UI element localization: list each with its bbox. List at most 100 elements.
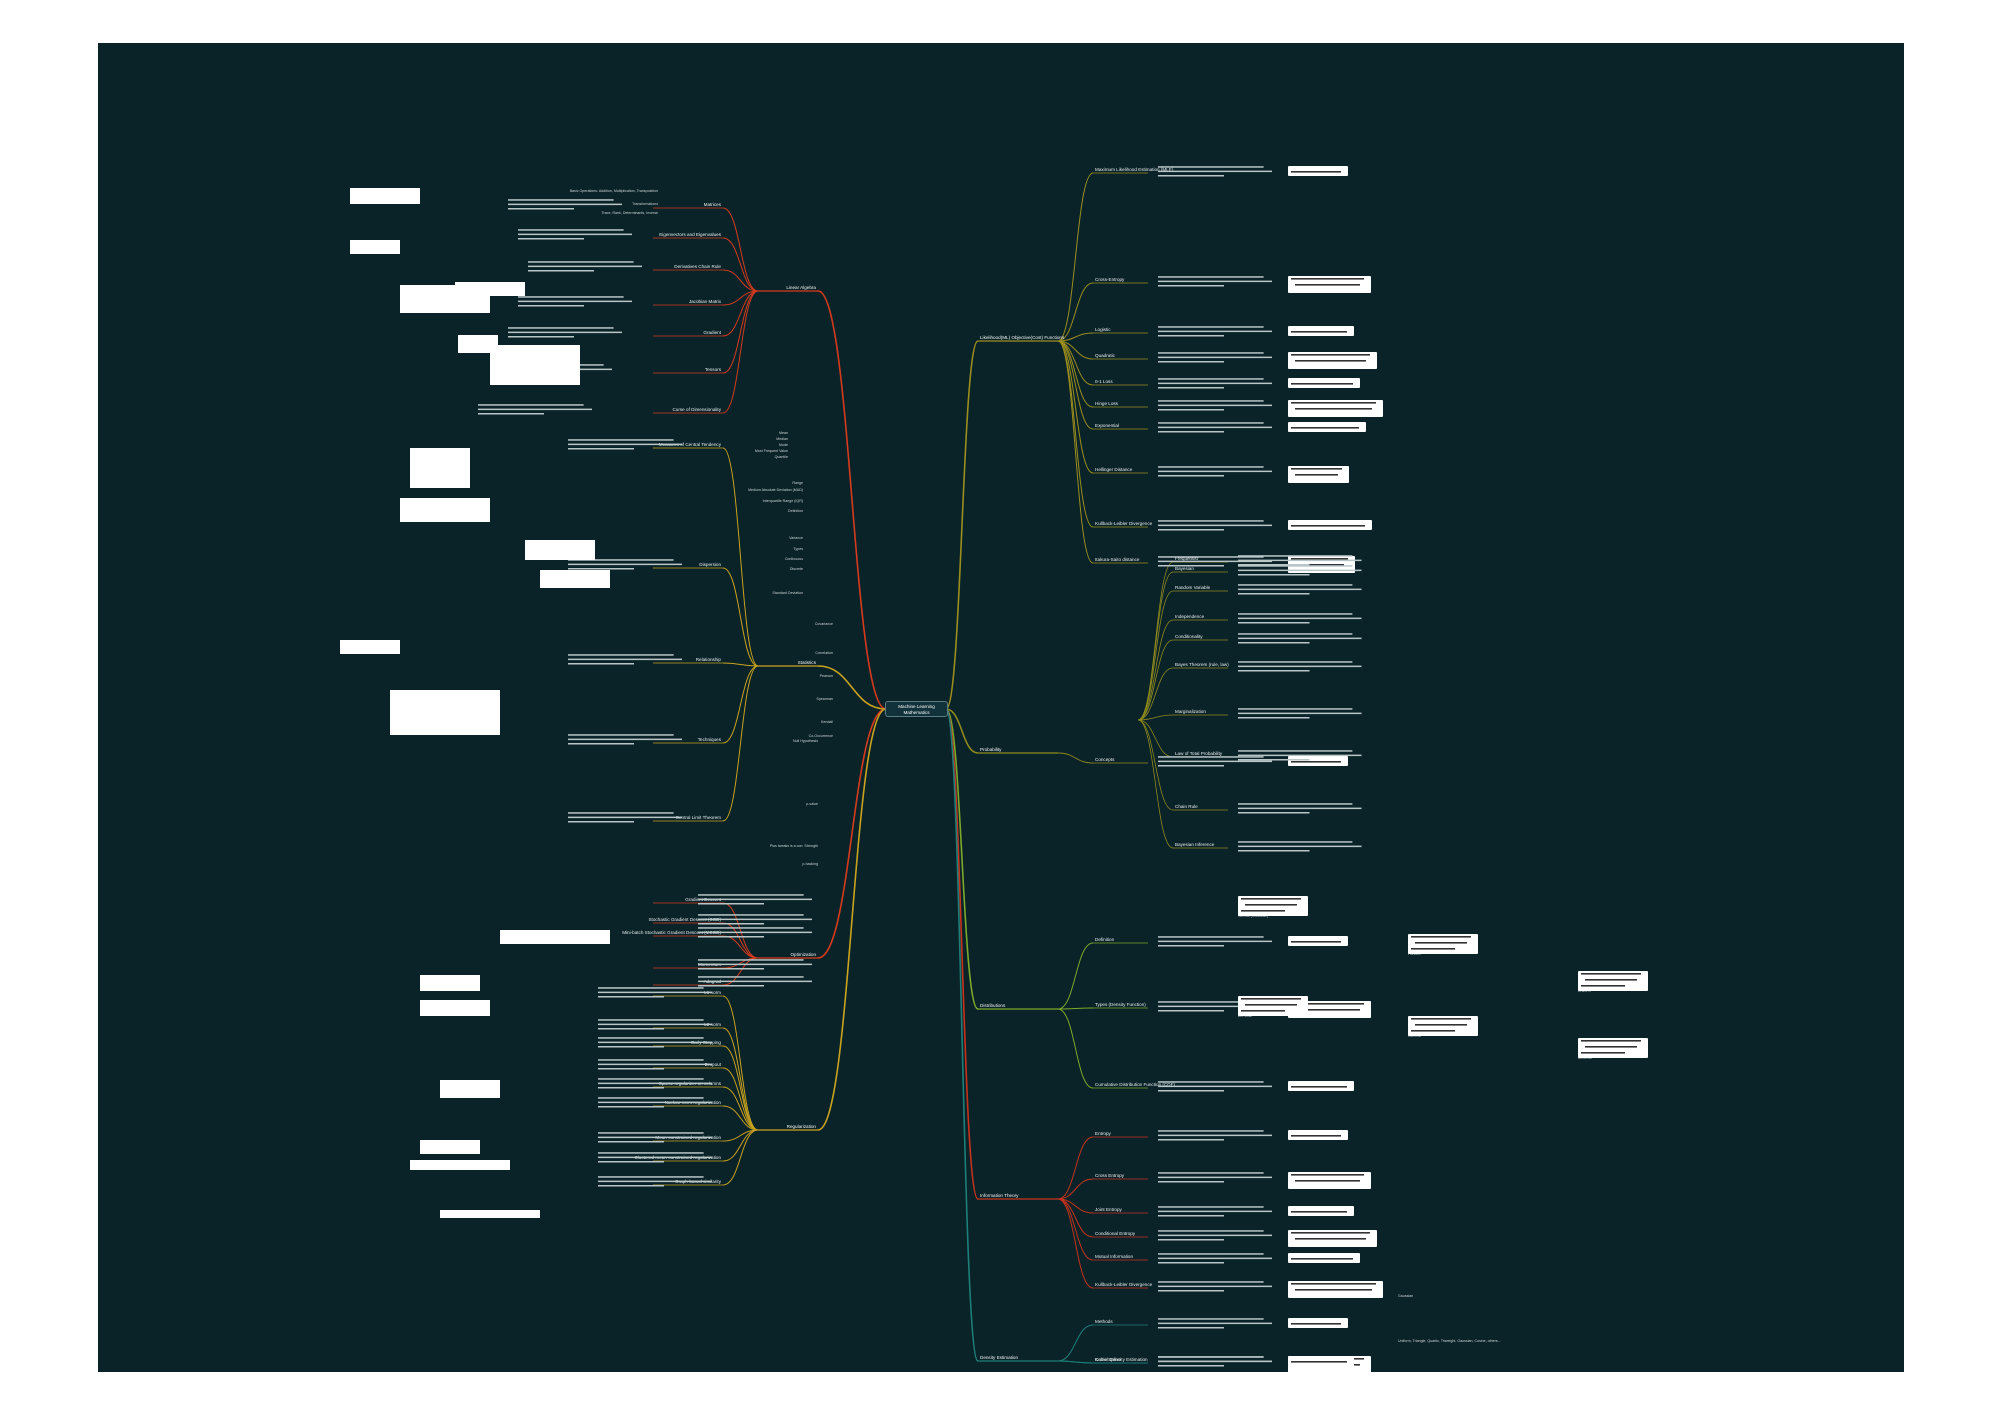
- child-node[interactable]: Logistic: [1095, 327, 1111, 332]
- child-node[interactable]: Types (Density Function): [1095, 1002, 1146, 1007]
- description-text: [1238, 840, 1368, 854]
- branch-density-estimation[interactable]: Density Estimation: [980, 1355, 1019, 1360]
- child-node[interactable]: Relationship: [695, 657, 721, 662]
- child-node[interactable]: L1 norm: [704, 990, 721, 995]
- distribution-type[interactable]: Bernoulli: [1238, 1014, 1252, 1018]
- child-node[interactable]: Jacobian Matrix: [688, 299, 721, 304]
- central-tendency-item[interactable]: Mean: [779, 431, 788, 435]
- child-node[interactable]: Curse of Dimensionality: [672, 407, 721, 412]
- figure-thumbnail: [420, 1000, 490, 1016]
- child-node[interactable]: Cross Entropy: [1095, 1173, 1125, 1178]
- child-node[interactable]: Kullback-Leibler Divergence: [1095, 1282, 1153, 1287]
- branch-optimization[interactable]: Optimization: [790, 952, 816, 957]
- dispersion-item[interactable]: Interquartile Range (IQR): [762, 499, 803, 503]
- central-tendency-item[interactable]: Quantile: [774, 455, 788, 459]
- probability-concept[interactable]: Bayesian Inference: [1175, 842, 1215, 847]
- density-method[interactable]: Uniform, Triangle, Quartic, Triweight, G…: [1398, 1339, 1501, 1343]
- child-node[interactable]: Quadratic: [1095, 353, 1115, 358]
- probability-concept[interactable]: Independence: [1175, 614, 1205, 619]
- probability-concept[interactable]: Random Variable: [1175, 585, 1211, 590]
- probability-concept[interactable]: Marginalization: [1175, 709, 1206, 714]
- linear-algebra-op[interactable]: Trace, Rank, Determinants, Inverse: [601, 211, 658, 215]
- dispersion-item[interactable]: Types: [793, 547, 803, 551]
- density-method[interactable]: Gaussian: [1398, 1294, 1414, 1298]
- child-node[interactable]: Hinge Loss: [1095, 401, 1118, 406]
- child-node[interactable]: Central Limit Theorem: [675, 815, 721, 820]
- child-node[interactable]: Itakura-Saito distance: [1095, 557, 1140, 562]
- relationship-item[interactable]: Covariance: [814, 622, 833, 626]
- description-text: [1158, 325, 1278, 339]
- technique-item[interactable]: Plus tweaks is a con: Strength: [769, 844, 818, 848]
- distribution-type[interactable]: Normal (Gaussian): [1238, 914, 1268, 918]
- linear-algebra-op[interactable]: Transformations: [632, 202, 658, 206]
- dispersion-item[interactable]: Continuous: [784, 557, 803, 561]
- child-node[interactable]: Cross-Entropy: [1095, 277, 1125, 282]
- mindmap-canvas: Machine Learning Mathematics Linear Alge…: [98, 43, 1904, 1372]
- probability-concept[interactable]: Frequentist: [1175, 556, 1198, 561]
- description-text: [598, 1131, 718, 1145]
- relationship-item[interactable]: Correlation: [815, 651, 833, 655]
- distribution-type[interactable]: Gamma: [1408, 1034, 1421, 1038]
- child-node[interactable]: Kullback-Leibler Divergence: [1095, 521, 1153, 526]
- distribution-type[interactable]: Uniform: [1578, 989, 1591, 993]
- dispersion-item[interactable]: Discrete: [789, 567, 803, 571]
- child-node[interactable]: Exponential: [1095, 423, 1120, 428]
- probability-concept[interactable]: Bayesian: [1175, 566, 1194, 571]
- child-node[interactable]: Gradient: [703, 330, 721, 335]
- dispersion-item[interactable]: Standard Deviation: [772, 591, 803, 595]
- branch-likelihood-ml-objective-cost-functions[interactable]: Likelihood(ML) Objective(Cost) Functions: [980, 335, 1065, 340]
- branch-linear-algebra[interactable]: Linear Algebra: [786, 285, 816, 290]
- child-node[interactable]: Derivatives Chain Rule: [674, 264, 721, 269]
- child-node[interactable]: Cumulative Distribution Function (CDF): [1095, 1082, 1175, 1087]
- dispersion-item[interactable]: Range: [792, 481, 803, 485]
- root-node[interactable]: Machine Learning Mathematics: [885, 701, 948, 717]
- child-node[interactable]: Joint Entropy: [1095, 1207, 1122, 1212]
- branch-statistics[interactable]: Statistics: [797, 660, 816, 665]
- technique-item[interactable]: Null Hypothesis: [793, 739, 818, 743]
- technique-item[interactable]: p-hacking: [802, 862, 818, 866]
- child-node[interactable]: Definition: [1095, 937, 1115, 942]
- child-node[interactable]: Methods: [1095, 1319, 1113, 1324]
- child-node[interactable]: Measures of Central Tendency: [658, 442, 721, 447]
- child-node[interactable]: Dropout: [704, 1062, 721, 1067]
- child-node[interactable]: Maximum Likelihood Estimation (MLE): [1095, 167, 1174, 172]
- probability-concept[interactable]: Bayes Theorem (rule, law): [1175, 662, 1229, 667]
- distribution-type[interactable]: Binomial: [1578, 1056, 1592, 1060]
- probability-concept[interactable]: Conditionality: [1175, 634, 1203, 639]
- child-node[interactable]: Conditional Entropy: [1095, 1231, 1136, 1236]
- child-node[interactable]: Dispersion: [699, 562, 721, 567]
- dispersion-item[interactable]: Variance: [789, 536, 803, 540]
- child-node[interactable]: Kernel Density Estimation: [1095, 1357, 1148, 1362]
- child-node[interactable]: 0-1 Loss: [1095, 379, 1113, 384]
- branch-information-theory[interactable]: Information Theory: [980, 1193, 1019, 1198]
- central-tendency-item[interactable]: Median: [776, 437, 788, 441]
- distribution-type[interactable]: Poisson: [1408, 952, 1421, 956]
- probability-concept[interactable]: Law of Total Probability: [1175, 751, 1223, 756]
- relationship-item[interactable]: Kendall: [821, 720, 833, 724]
- child-node[interactable]: Entropy: [1095, 1131, 1111, 1136]
- branch-distributions[interactable]: Distributions: [980, 1003, 1006, 1008]
- linear-algebra-op[interactable]: Basic Operations: Addition, Multiplicati…: [569, 189, 658, 193]
- central-tendency-item[interactable]: Mode: [779, 443, 788, 447]
- relationship-item[interactable]: Co-Occurrence: [808, 734, 833, 738]
- technique-item[interactable]: p-value: [806, 802, 818, 806]
- child-node[interactable]: Tensors: [704, 367, 721, 372]
- child-node[interactable]: Techniques: [697, 737, 721, 742]
- child-node[interactable]: L2 norm: [704, 1022, 721, 1027]
- relationship-item[interactable]: Spearman: [816, 697, 833, 701]
- relationship-item[interactable]: Pearson: [819, 674, 833, 678]
- child-node[interactable]: Eigenvectors and Eigenvalues: [659, 232, 721, 237]
- dispersion-item[interactable]: Definition: [788, 509, 803, 513]
- dispersion-item[interactable]: Medium Absolute Deviation (MAD): [748, 488, 803, 492]
- branch-regularization[interactable]: Regularization: [786, 1124, 816, 1129]
- child-node[interactable]: Mutual Information: [1095, 1254, 1134, 1259]
- child-node[interactable]: Stochastic Gradient Descent (SGD): [648, 917, 721, 922]
- child-node[interactable]: Hellinger Distance: [1095, 467, 1133, 472]
- child-node[interactable]: Cubic Spline: [1095, 1357, 1121, 1362]
- central-tendency-item[interactable]: Most Frequent Value: [754, 449, 788, 453]
- child-node[interactable]: Mini-batch Stochastic Gradient Descent (…: [622, 930, 721, 935]
- child-node[interactable]: Matrices: [703, 202, 721, 207]
- branch-probability[interactable]: Probability: [980, 747, 1002, 752]
- probability-concept[interactable]: Chain Rule: [1175, 804, 1198, 809]
- child-node[interactable]: Concepts: [1095, 757, 1115, 762]
